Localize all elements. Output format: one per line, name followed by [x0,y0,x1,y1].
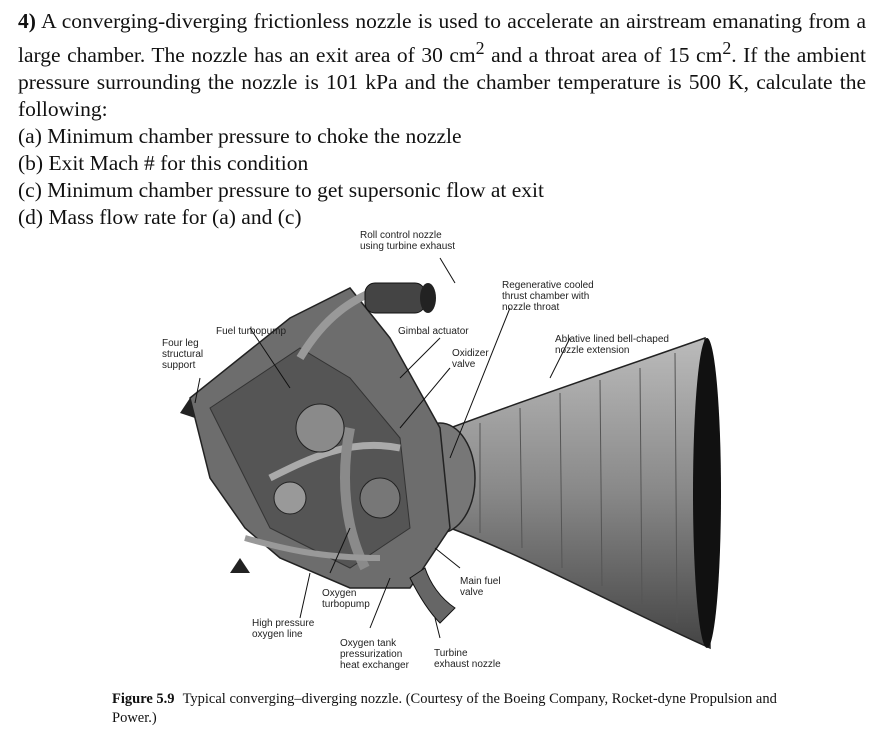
caption-text: Typical converging–diverging nozzle. (Co… [112,691,777,726]
superscript-2b: 2 [722,38,732,58]
rocket-engine-illustration [180,257,721,650]
label-turbine-exhaust: Turbine exhaust nozzle [434,648,501,670]
problem-statement: 4) A converging-diverging frictionless n… [18,8,866,231]
label-oxygen-turbopump: Oxygen turbopump [322,588,370,610]
superscript-2: 2 [475,38,485,58]
problem-number: 4) [18,9,36,33]
question-a: (a) Minimum chamber pressure to choke th… [18,124,462,149]
nozzle-exit [693,338,721,648]
label-fuel-turbopump: Fuel turbopump [216,326,287,337]
problem-text-3: . If the ambient pressure surrounding th… [18,43,866,122]
roll-control-nozzle [364,282,426,314]
label-four-leg-support: Four leg structural support [162,338,204,371]
question-d: (d) Mass flow rate for (a) and (c) [18,205,302,230]
label-roll-control: Roll control nozzle using turbine exhaus… [360,230,456,252]
problem-text-2: and a throat area of 15 cm [484,43,723,68]
problem-text-1: A converging-diverging frictionless nozz… [18,9,866,68]
label-high-pressure-line: High pressure oxygen line [252,618,315,640]
rocket-engine-figure: Roll control nozzle using turbine exhaus… [150,228,730,683]
question-c: (c) Minimum chamber pressure to get supe… [18,178,545,203]
turbine-exhaust-nozzle [409,567,456,624]
nozzle-bell [449,336,711,650]
label-main-fuel-valve: Main fuel valve [460,576,501,598]
label-oxidizer-valve: Oxidizer valve [452,348,489,370]
label-gimbal-actuator: Gimbal actuator [398,326,469,337]
problem-paragraph: 4) A converging-diverging frictionless n… [18,8,866,123]
caption-label: Figure 5.9 [112,691,175,707]
question-b: (b) Exit Mach # for this condition [18,151,309,176]
label-regenerative-chamber: Regenerative cooled thrust chamber with … [502,280,594,313]
label-heat-exchanger: Oxygen tank pressurization heat exchange… [340,638,409,671]
label-ablative-nozzle: Ablative lined bell-chaped nozzle extens… [555,334,669,356]
